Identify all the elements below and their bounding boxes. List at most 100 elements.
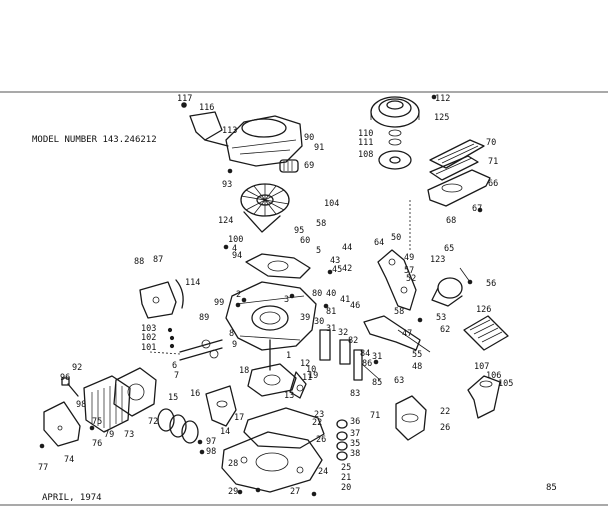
part-number: 31 [326, 324, 336, 334]
connecting-rod [289, 371, 307, 399]
part-number: 62 [440, 325, 450, 335]
starter-pulley [378, 129, 412, 170]
part-number: 80 [312, 289, 322, 299]
part-number: 85 [372, 378, 382, 388]
part-number: 42 [342, 264, 352, 274]
part-number: 98 [76, 400, 86, 410]
part-number: 89 [199, 313, 209, 323]
part-number: 49 [404, 253, 414, 263]
part-number: 79 [104, 430, 114, 440]
part-number: 71 [488, 157, 498, 167]
part-number: 43 [330, 256, 340, 266]
part-number: 16 [190, 389, 200, 399]
breather-bracket [139, 279, 184, 319]
part-number: 4 [232, 244, 237, 254]
part-number-labels: 117 116 113 90 91 93 69 104 124 100 4 94… [38, 94, 513, 497]
part-number: 52 [406, 274, 416, 284]
part-number: 27 [290, 487, 300, 497]
part-number: 39 [300, 313, 310, 323]
cylinder-head [83, 375, 131, 433]
flywheel [240, 183, 290, 233]
oil-seal-set [336, 419, 348, 461]
part-number: 6 [172, 361, 177, 371]
part-number: 84 [360, 349, 370, 359]
part-number: 95 [294, 226, 304, 236]
part-number: 35 [350, 439, 360, 449]
part-number: 93 [222, 180, 232, 190]
part-number: 67 [472, 204, 482, 214]
air-cleaner-cover [429, 139, 485, 169]
part-number: 107 [474, 362, 489, 372]
part-number: 14 [220, 427, 230, 437]
part-number: 58 [316, 219, 326, 229]
air-filter-element [429, 155, 479, 181]
part-number: 73 [124, 430, 134, 440]
part-number: 36 [350, 417, 360, 427]
part-number: 88 [134, 257, 144, 267]
part-number: 15 [168, 393, 178, 403]
rotating-screen [279, 159, 299, 173]
muffler-bracket [467, 375, 501, 419]
part-number: 66 [488, 179, 498, 189]
part-number: 58 [394, 307, 404, 317]
base-plate [245, 253, 311, 279]
part-number: 30 [314, 317, 324, 327]
part-number: 74 [64, 455, 74, 465]
fuel-tank-cap [395, 395, 427, 441]
part-number: 65 [444, 244, 454, 254]
spark-plug [61, 377, 79, 397]
part-number: 7 [174, 371, 179, 381]
part-number: 117 [177, 94, 192, 104]
part-number: 72 [148, 417, 158, 427]
piston-rings [157, 408, 199, 444]
valve-assembly [149, 339, 223, 361]
part-number: 81 [326, 307, 336, 317]
part-number: 97 [206, 437, 216, 447]
part-number: 53 [436, 313, 446, 323]
part-number: 8 [229, 329, 234, 339]
governor-spring-set [319, 329, 381, 381]
part-number: 55 [412, 350, 422, 360]
air-cleaner-base [427, 169, 491, 207]
part-number: 22 [312, 418, 322, 428]
part-number: 29 [228, 487, 238, 497]
part-number: 26 [316, 435, 326, 445]
part-number: 124 [218, 216, 233, 226]
part-number: 3 [284, 295, 289, 305]
part-number: 106 [486, 371, 501, 381]
part-number: 37 [350, 429, 360, 439]
part-number: 101 [141, 343, 156, 353]
part-number: 46 [350, 301, 360, 311]
part-number: 86 [362, 359, 372, 369]
part-number: 69 [304, 161, 314, 171]
cylinder-head-shield [43, 401, 81, 447]
part-number: 19 [308, 371, 318, 381]
part-number: 60 [300, 236, 310, 246]
cylinder-block [225, 281, 317, 351]
part-number: 108 [358, 150, 373, 160]
fastener-set [39, 168, 483, 497]
part-number: 113 [222, 126, 237, 136]
part-number: 110 [358, 129, 373, 139]
part-number: 103 [141, 324, 156, 334]
governor-linkage [363, 315, 431, 353]
recoil-starter [370, 94, 437, 128]
part-number: 100 [228, 235, 243, 245]
part-number: 47 [402, 329, 412, 339]
part-number: 126 [476, 305, 491, 315]
part-number: 111 [358, 138, 373, 148]
part-number: 112 [435, 94, 450, 104]
part-number: 125 [434, 113, 449, 123]
part-number: 105 [498, 379, 513, 389]
throttle-control-bracket [377, 200, 417, 311]
housing-bracket [181, 102, 229, 147]
part-number: 18 [239, 366, 249, 376]
part-number: 75 [92, 417, 102, 427]
part-number: 23 [314, 410, 324, 420]
part-number: 123 [430, 255, 445, 265]
part-number: 44 [342, 243, 352, 253]
part-number: 76 [92, 439, 102, 449]
part-number: 41 [340, 295, 350, 305]
part-number: 116 [199, 103, 214, 113]
